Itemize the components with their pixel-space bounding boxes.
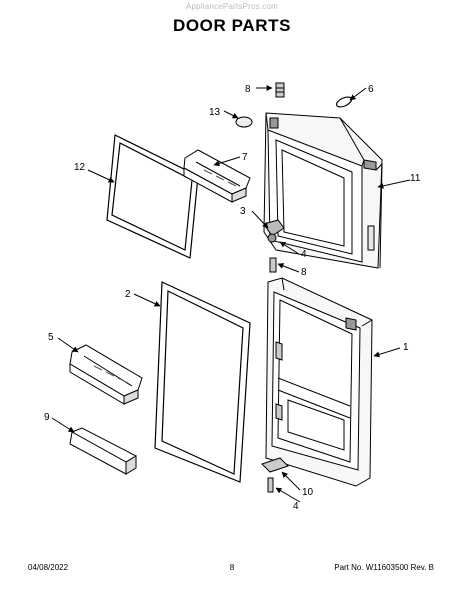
page-title: DOOR PARTS — [172, 16, 292, 35]
callout-12: 12 — [74, 162, 86, 173]
callout-13: 13 — [209, 107, 221, 118]
fresh-food-door-shelf — [69, 344, 143, 405]
callout-7: 7 — [242, 152, 248, 163]
freezer-door-shelf — [183, 149, 251, 203]
callout-3: 3 — [240, 206, 246, 217]
callout-5: 5 — [48, 332, 54, 343]
callout-11: 11 — [410, 173, 421, 184]
callout-10: 10 — [302, 487, 314, 498]
callout-6: 6 — [368, 84, 374, 95]
door-stop — [263, 219, 285, 243]
callout-8-middle: 8 — [301, 267, 307, 278]
fresh-food-door-gasket — [154, 281, 251, 483]
hinge-pin-top — [275, 82, 285, 98]
hinge-cover — [235, 116, 253, 128]
leader-lines — [51, 85, 411, 503]
freezer-door — [263, 112, 383, 269]
callout-8-top: 8 — [245, 84, 251, 95]
callout-2: 2 — [125, 289, 131, 300]
fresh-food-door — [265, 277, 373, 487]
bushing-ring — [335, 96, 353, 108]
freezer-door-gasket — [106, 134, 199, 259]
callout-labels: 8 6 13 7 11 12 3 4 8 2 1 5 9 10 4 — [44, 84, 421, 512]
footer-page-number: 8 — [229, 563, 235, 572]
screw-bottom — [267, 477, 274, 493]
lower-door-shelf — [69, 427, 138, 475]
hinge-bracket-bottom — [261, 457, 289, 473]
callout-1: 1 — [403, 342, 409, 353]
footer-part-number: Part No. W11603500 Rev. B — [334, 563, 434, 572]
callout-9: 9 — [44, 412, 50, 423]
callout-4-top: 4 — [301, 249, 307, 260]
footer-date: 04/08/2022 — [28, 563, 69, 572]
callout-4-bottom: 4 — [293, 501, 299, 512]
watermark: AppliancePartsPros.com — [186, 2, 278, 11]
hinge-pin-middle — [269, 257, 277, 273]
